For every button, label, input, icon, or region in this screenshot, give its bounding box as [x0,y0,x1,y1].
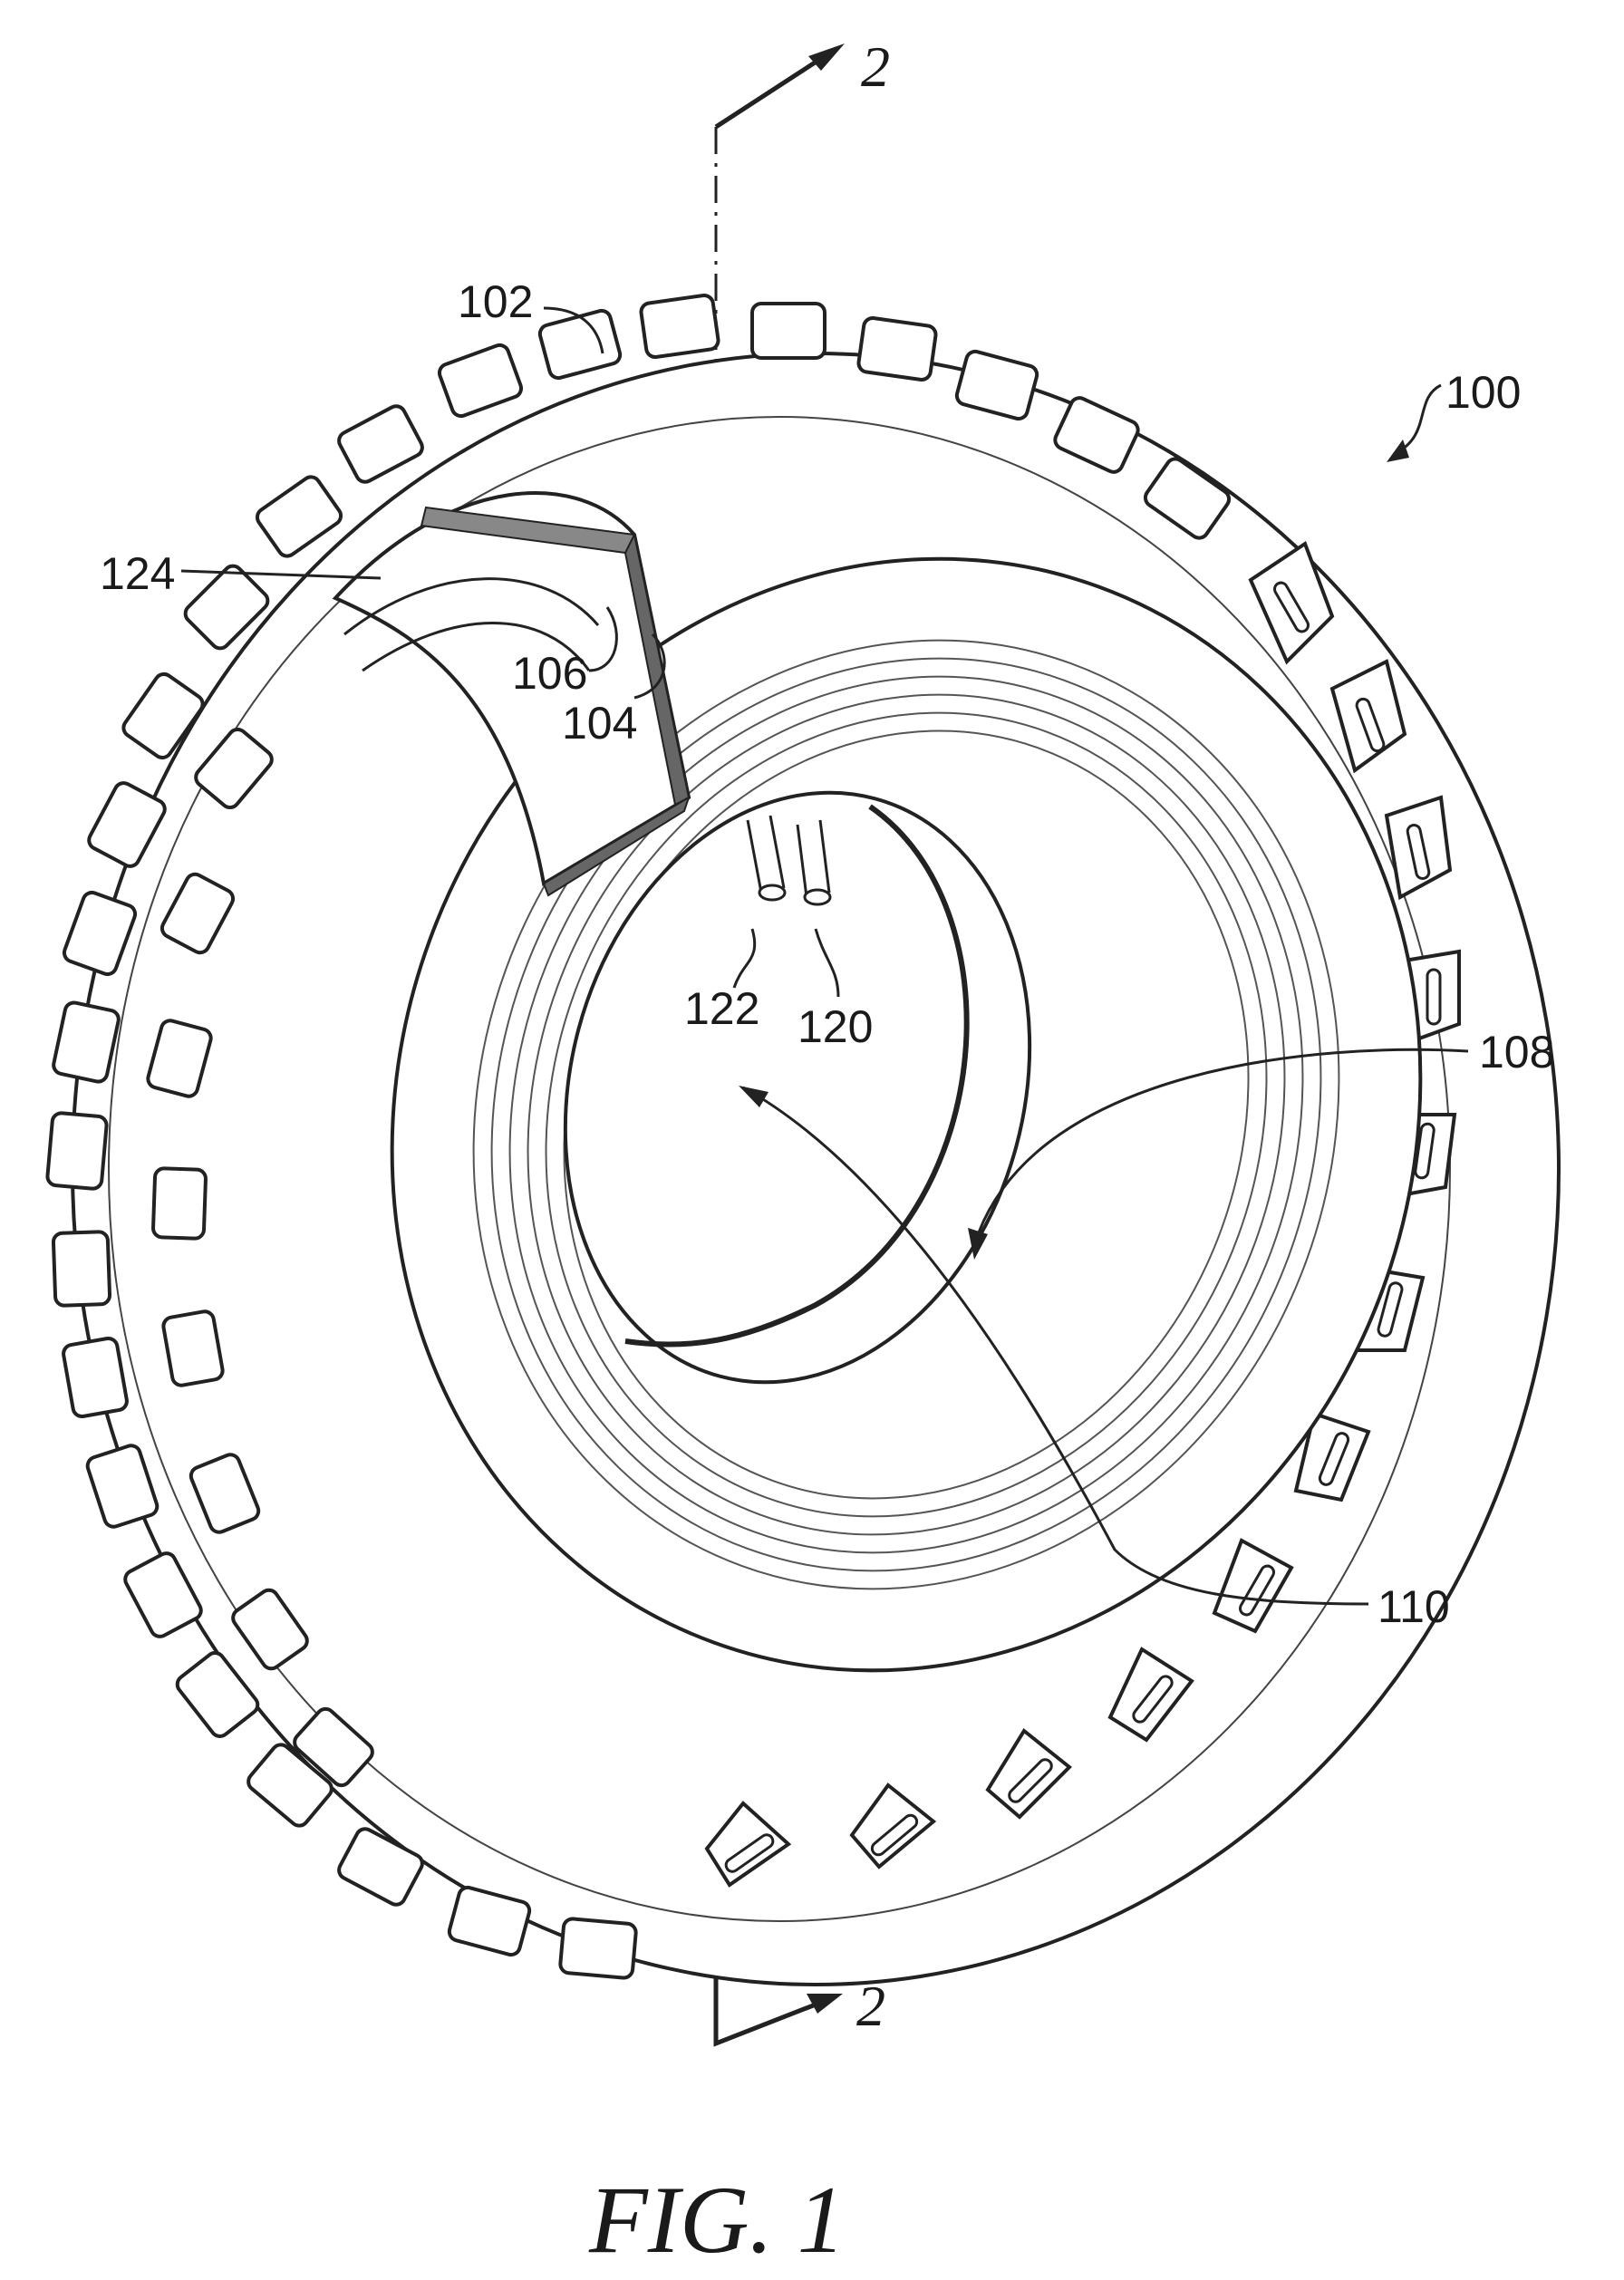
label-108: 108 [1479,1027,1554,1077]
label-104: 104 [562,698,637,749]
label-110: 110 [1378,1581,1450,1632]
label-124: 124 [100,548,175,599]
label-102: 102 [458,276,533,327]
label-122: 122 [684,983,759,1034]
label-106: 106 [512,648,587,699]
label-120: 120 [798,1001,873,1052]
section-label-top: 2 [861,34,890,99]
figure-caption: FIG. 1 [588,2167,846,2273]
label-100: 100 [1445,367,1521,418]
